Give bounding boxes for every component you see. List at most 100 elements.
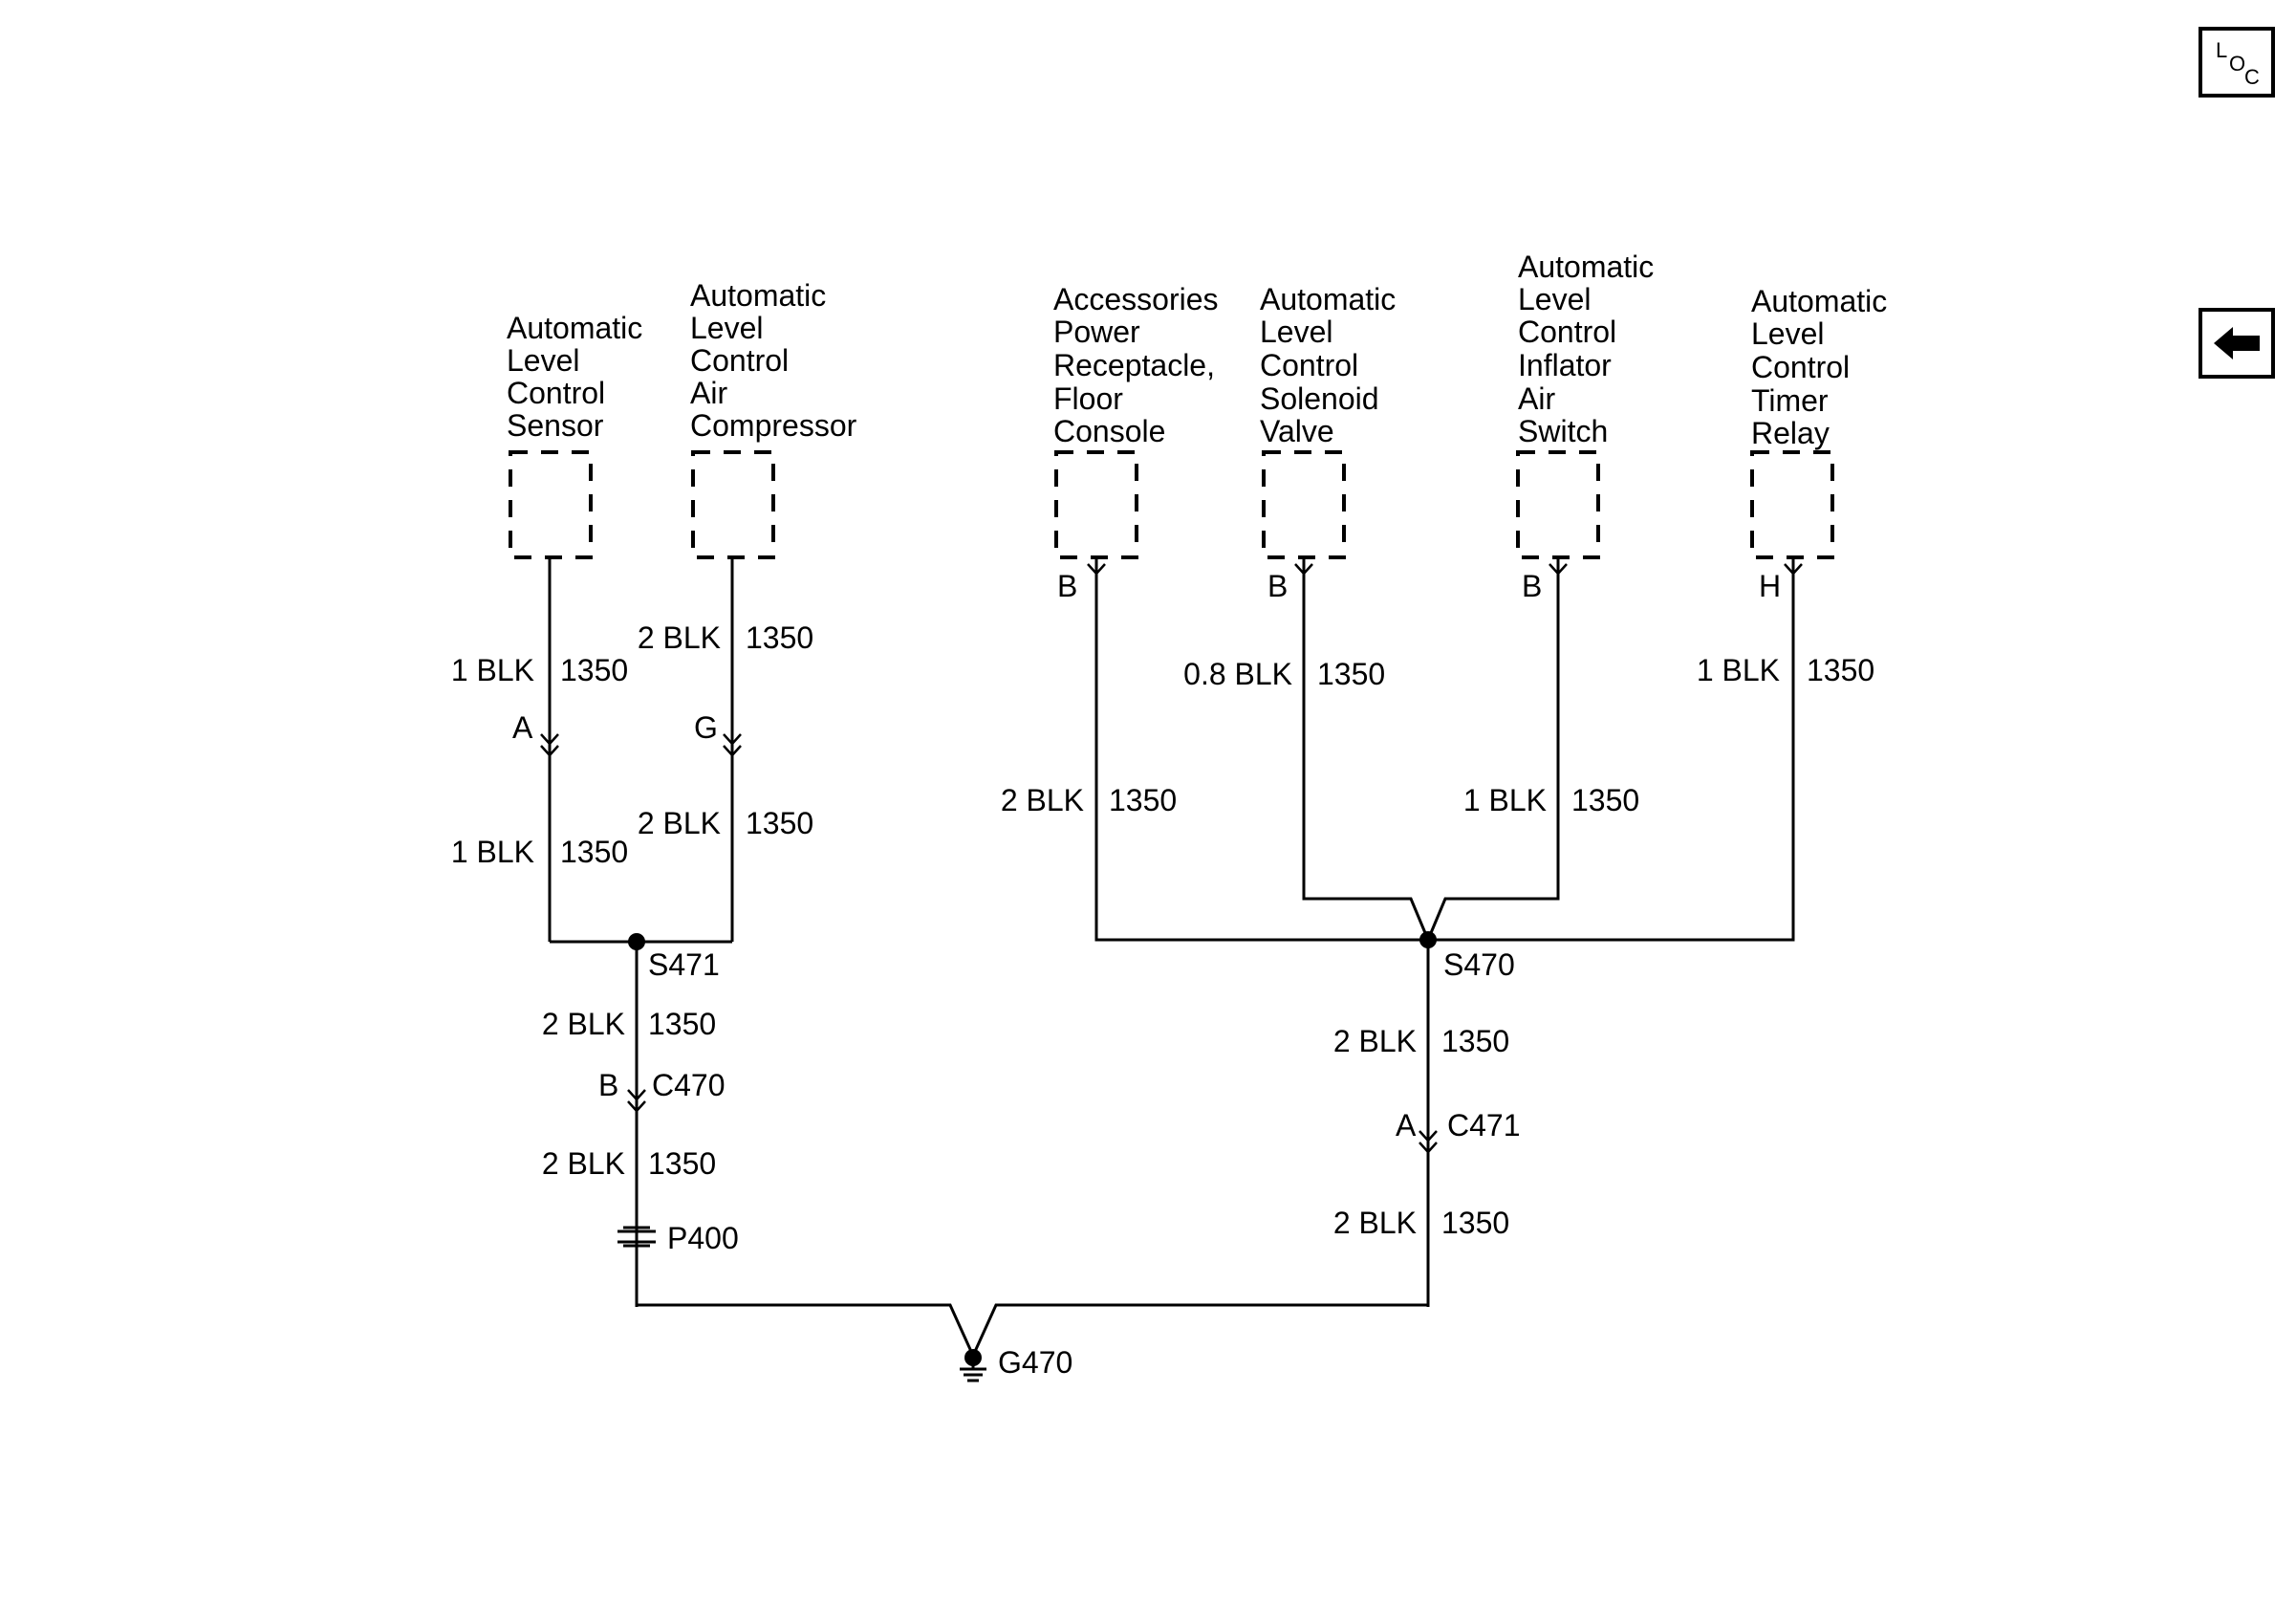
svg-text:Valve: Valve <box>1260 414 1334 448</box>
wire-gauge-s471-upper: 2 BLK <box>542 1007 625 1041</box>
component-box-sensor <box>509 450 593 559</box>
wire-receptacle <box>1094 557 1428 942</box>
svg-text:Automatic: Automatic <box>507 311 642 345</box>
svg-text:Air: Air <box>1518 381 1555 416</box>
svg-text:Automatic: Automatic <box>1260 282 1396 316</box>
wire-circuit-relay: 1350 <box>1807 653 1874 687</box>
component-label-compressor: Automatic Level Control Air Compressor <box>690 278 857 443</box>
pin-label-solenoid: B <box>1267 569 1288 603</box>
svg-text:Sensor: Sensor <box>507 408 604 443</box>
svg-text:Control: Control <box>1260 348 1358 382</box>
pin-label-sensor-conn: A <box>512 710 533 745</box>
wire-circuit-sensor-lower: 1350 <box>560 835 628 869</box>
wire-circuit-s470-lower: 1350 <box>1441 1206 1509 1240</box>
wire-circuit-s470-upper: 1350 <box>1441 1024 1509 1058</box>
connector-c470 <box>627 1089 646 1113</box>
loc-button[interactable]: L O C <box>2199 27 2275 98</box>
wire-circuit-sensor-upper: 1350 <box>560 653 628 687</box>
pin-label-inflator: B <box>1522 569 1542 603</box>
pin-label-c470: B <box>598 1068 618 1102</box>
wire-gauge-relay: 1 BLK <box>1697 653 1780 687</box>
svg-text:Level: Level <box>690 311 764 345</box>
component-box-compressor <box>691 450 775 559</box>
component-label-relay: Automatic Level Control Timer Relay <box>1751 284 1887 450</box>
component-box-relay <box>1750 450 1834 559</box>
pin-caret-receptacle <box>1087 563 1106 576</box>
ground-label-g470: G470 <box>998 1345 1072 1380</box>
wire-gauge-sensor-lower: 1 BLK <box>451 835 534 869</box>
svg-text:Timer: Timer <box>1751 383 1829 418</box>
wire-circuit-s471-upper: 1350 <box>648 1007 716 1041</box>
svg-text:Compressor: Compressor <box>690 408 857 443</box>
component-label-inflator: Automatic Level Control Inflator Air Swi… <box>1518 250 1654 448</box>
connector-c471 <box>1419 1130 1438 1154</box>
left-arrow-icon <box>2214 327 2260 359</box>
svg-text:Solenoid: Solenoid <box>1260 381 1379 416</box>
svg-text:Level: Level <box>1518 282 1592 316</box>
svg-text:Automatic: Automatic <box>1751 284 1887 318</box>
pin-label-relay: H <box>1759 569 1781 603</box>
pin-caret-inflator <box>1549 563 1568 576</box>
wire-gauge-solenoid: 0.8 BLK <box>1183 657 1292 691</box>
connector-compressor-g <box>723 733 742 757</box>
wire-gauge-s470-lower: 2 BLK <box>1333 1206 1417 1240</box>
component-label-sensor: Automatic Level Control Sensor <box>507 311 642 443</box>
loc-letter-l: L <box>2216 38 2227 62</box>
wire-circuit-solenoid: 1350 <box>1317 657 1385 691</box>
svg-text:Control: Control <box>1751 350 1850 384</box>
loc-letter-c: C <box>2244 65 2260 89</box>
wire-ground-bus <box>635 1252 1430 1360</box>
wire-circuit-inflator: 1350 <box>1571 783 1639 817</box>
passthrough-label-p400: P400 <box>667 1221 739 1255</box>
component-box-solenoid <box>1262 450 1346 559</box>
svg-text:Inflator: Inflator <box>1518 348 1612 382</box>
wire-circuit-receptacle: 1350 <box>1109 783 1177 817</box>
wire-circuit-s471-lower: 1350 <box>648 1146 716 1181</box>
svg-text:Relay: Relay <box>1751 416 1830 450</box>
splice-s470 <box>1419 931 1437 948</box>
wire-gauge-s471-lower: 2 BLK <box>542 1146 625 1181</box>
svg-text:Automatic: Automatic <box>1518 250 1654 284</box>
splice-label-s471: S471 <box>648 947 720 982</box>
svg-text:Console: Console <box>1053 414 1165 448</box>
svg-text:Accessories: Accessories <box>1053 282 1219 316</box>
pin-label-receptacle: B <box>1057 569 1077 603</box>
wire-gauge-s470-upper: 2 BLK <box>1333 1024 1417 1058</box>
svg-text:Floor: Floor <box>1053 381 1123 416</box>
pin-label-compressor-conn: G <box>694 710 718 745</box>
back-button[interactable] <box>2199 308 2275 379</box>
component-box-receptacle <box>1054 450 1138 559</box>
svg-text:Air: Air <box>690 376 727 410</box>
component-box-inflator <box>1516 450 1600 559</box>
svg-text:Level: Level <box>1751 316 1825 351</box>
component-label-receptacle: Accessories Power Receptacle, Floor Cons… <box>1053 282 1219 448</box>
svg-text:Level: Level <box>507 343 580 378</box>
wire-gauge-compressor-lower: 2 BLK <box>638 806 721 840</box>
splice-s471 <box>628 933 645 950</box>
component-label-solenoid: Automatic Level Control Solenoid Valve <box>1260 282 1396 448</box>
pin-caret-relay <box>1784 563 1803 576</box>
svg-text:Level: Level <box>1260 315 1333 349</box>
svg-text:Control: Control <box>1518 315 1616 349</box>
wire-gauge-inflator: 1 BLK <box>1463 783 1547 817</box>
connector-label-c471: C471 <box>1447 1108 1521 1142</box>
pin-caret-solenoid <box>1294 563 1313 576</box>
svg-text:Control: Control <box>690 343 789 378</box>
connector-sensor-a <box>540 733 559 757</box>
svg-text:Power: Power <box>1053 315 1140 349</box>
p400-symbol <box>617 1226 656 1248</box>
wire-solenoid <box>1302 557 1430 941</box>
connector-label-c470: C470 <box>652 1068 726 1102</box>
wire-gauge-receptacle: 2 BLK <box>1001 783 1084 817</box>
wire-inflator <box>1426 557 1560 941</box>
splice-label-s470: S470 <box>1443 947 1515 982</box>
wire-gauge-sensor-upper: 1 BLK <box>451 653 534 687</box>
wire-circuit-compressor-lower: 1350 <box>746 806 813 840</box>
svg-text:Automatic: Automatic <box>690 278 826 313</box>
svg-text:Receptacle,: Receptacle, <box>1053 348 1215 382</box>
wire-relay <box>1428 557 1795 942</box>
svg-text:Control: Control <box>507 376 605 410</box>
pin-label-c471: A <box>1396 1108 1417 1142</box>
